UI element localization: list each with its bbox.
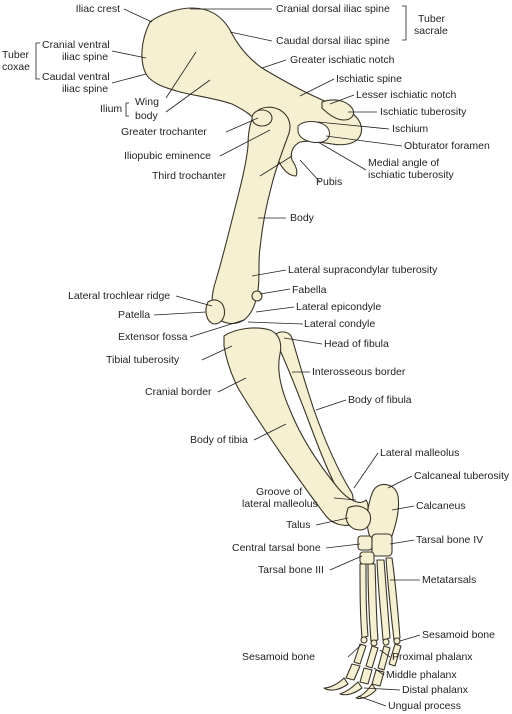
label-sesamoid-bone-right: Sesamoid bone: [422, 629, 495, 641]
label-greater-trochanter: Greater trochanter: [121, 126, 207, 138]
metatarsal-2: [367, 563, 379, 642]
label-lateral-condyle: Lateral condyle: [304, 318, 376, 330]
label-proximal-phalanx: Proximal phalanx: [392, 651, 473, 663]
label-extensor-fossa: Extensor fossa: [118, 331, 188, 343]
label-body-of-tibia: Body of tibia: [190, 434, 248, 446]
label-metatarsals: Metatarsals: [422, 574, 477, 586]
label-ungual-process: Ungual process: [388, 700, 461, 712]
label-body: Body: [290, 212, 314, 224]
label-tuber-sacrale-2: sacrale: [414, 25, 448, 37]
metatarsal-3: [376, 559, 391, 641]
label-tuber-coxae-1: Tuber: [2, 49, 30, 61]
label-caudal-dorsal-iliac-spine: Caudal dorsal iliac spine: [276, 35, 390, 47]
label-ischiatic-tuberosity: Ischiatic tuberosity: [380, 106, 467, 118]
label-interosseous-border: Interosseous border: [312, 366, 406, 378]
distal-phalanges: [323, 677, 377, 700]
phalanges-digit-5: [388, 643, 402, 667]
leader-lines: [35, 5, 421, 707]
label-sesamoid-bone-left: Sesamoid bone: [242, 651, 315, 663]
label-lateral-malleolus: Lateral malleolus: [380, 447, 460, 459]
sesamoid-d: [393, 637, 401, 645]
label-ilium: Ilium: [100, 103, 123, 115]
label-iliopubic-eminence: Iliopubic eminence: [124, 150, 211, 162]
label-cranial-ventral-iliac-spine-2: iliac spine: [62, 51, 109, 63]
label-talus: Talus: [286, 519, 311, 531]
phalanges-digit-2: [353, 643, 367, 665]
label-caudal-ventral-iliac-spine-1: Caudal ventral: [42, 71, 110, 83]
label-medial-angle-1: Medial angle of: [368, 157, 440, 169]
label-middle-phalanx: Middle phalanx: [386, 669, 457, 681]
talus-shape: [345, 505, 372, 531]
label-pubis: Pubis: [316, 176, 343, 188]
label-lateral-supracondylar-tuberosity: Lateral supracondylar tuberosity: [288, 264, 438, 276]
label-third-trochanter: Third trochanter: [152, 170, 227, 182]
label-head-of-fibula: Head of fibula: [324, 338, 389, 350]
label-calcaneus: Calcaneus: [416, 500, 466, 512]
tarsal-iv-shape: [371, 533, 393, 557]
label-patella: Patella: [118, 309, 151, 321]
label-groove-2: lateral malleolus: [242, 498, 318, 510]
label-tarsal-bone-iii: Tarsal bone III: [258, 564, 324, 576]
label-iliac-crest: Iliac crest: [75, 3, 120, 15]
label-ischiatic-spine: Ischiatic spine: [336, 73, 402, 85]
label-obturator-foramen: Obturator foramen: [404, 140, 490, 152]
label-fabella: Fabella: [292, 284, 327, 296]
label-lateral-epicondyle: Lateral epicondyle: [296, 301, 382, 313]
sesamoid-c: [382, 638, 390, 646]
label-cranial-border: Cranial border: [145, 386, 212, 398]
phalanges-digit-3: [365, 645, 379, 669]
label-body-ilium: body: [135, 110, 158, 122]
label-ischium: Ischium: [392, 123, 429, 135]
label-tarsal-bone-iv: Tarsal bone IV: [416, 534, 484, 546]
label-greater-ischiatic-notch: Greater ischiatic notch: [290, 54, 395, 66]
label-lesser-ischiatic-notch: Lesser ischiatic notch: [356, 89, 457, 101]
label-cranial-ventral-iliac-spine-1: Cranial ventral: [42, 39, 110, 51]
femur: [211, 106, 291, 325]
label-distal-phalanx: Distal phalanx: [402, 684, 468, 696]
label-central-tarsal-bone: Central tarsal bone: [232, 542, 321, 554]
tibia: [223, 327, 369, 526]
label-medial-angle-2: ischiatic tuberosity: [368, 169, 454, 181]
sesamoid-b: [370, 639, 378, 647]
middle-phalanges: [345, 663, 385, 687]
phalanges-digit-4: [377, 645, 391, 671]
label-calcaneal-tuberosity: Calcaneal tuberosity: [414, 470, 510, 482]
fabella-shape: [251, 290, 263, 302]
metatarsal-1: [359, 563, 369, 639]
greater-trochanter-shape: [251, 109, 273, 127]
central-tarsal-shape: [357, 535, 373, 551]
label-wing: Wing: [135, 96, 159, 108]
label-caudal-ventral-iliac-spine-2: iliac spine: [62, 83, 109, 95]
label-tuber-coxae-2: coxae: [2, 61, 31, 73]
label-tibial-tuberosity: Tibial tuberosity: [106, 354, 180, 366]
label-cranial-dorsal-iliac-spine: Cranial dorsal iliac spine: [276, 3, 390, 15]
sesamoid-a: [360, 636, 368, 644]
label-groove-1: Groove of: [256, 486, 303, 498]
label-lateral-trochlear-ridge: Lateral trochlear ridge: [68, 290, 171, 302]
tarsal-iii-shape: [359, 551, 375, 565]
label-tuber-sacrale-1: Tuber: [418, 13, 446, 25]
patella-shape: [205, 299, 226, 325]
label-body-of-fibula: Body of fibula: [348, 394, 412, 406]
